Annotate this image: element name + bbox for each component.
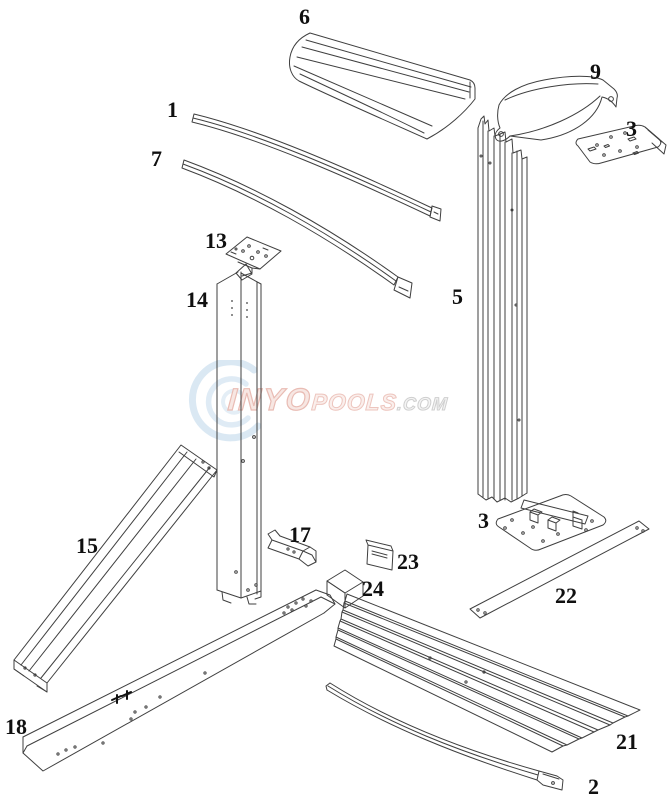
part-label-21: 21: [616, 729, 638, 754]
part-curved-rail: [181, 159, 413, 299]
part-label-24: 24: [362, 576, 384, 601]
part-hardware-box: [326, 569, 364, 609]
part-label-18: 18: [5, 714, 27, 739]
part-upright-column: [477, 115, 528, 503]
part-label-7: 7: [151, 146, 162, 171]
part-label-5: 5: [452, 284, 463, 309]
part-strap: [469, 520, 650, 619]
part-buttress-upright: [216, 263, 262, 605]
part-top-plate-13: [225, 236, 282, 277]
part-plate-23: [365, 539, 394, 571]
part-bottom-plate: [495, 494, 607, 551]
part-top-cap: [494, 75, 618, 142]
part-label-23: 23: [397, 549, 419, 574]
part-top-ledge: [289, 32, 476, 140]
part-label-3-bottom: 3: [478, 508, 489, 533]
part-label-6: 6: [299, 4, 310, 29]
part-label-9: 9: [590, 59, 601, 84]
part-top-rail: [191, 113, 442, 222]
part-bracket: [267, 529, 317, 567]
part-label-22: 22: [555, 583, 577, 608]
inyopools-watermark: INYOPOOLS.COM: [188, 358, 478, 448]
part-wall-panel: [333, 593, 641, 753]
part-label-13: 13: [205, 228, 227, 253]
part-bottom-rail: [325, 682, 564, 791]
part-label-3-top: 3: [626, 116, 637, 141]
part-label-15: 15: [76, 533, 98, 558]
part-label-2: 2: [588, 774, 599, 799]
part-bottom-channel: [22, 589, 336, 772]
part-label-17: 17: [289, 522, 311, 547]
part-diagonal-brace: [13, 444, 218, 693]
inyopools-swirl-icon: [188, 360, 262, 442]
part-label-1: 1: [167, 97, 178, 122]
part-top-plate: [575, 124, 667, 165]
part-label-14: 14: [186, 287, 208, 312]
